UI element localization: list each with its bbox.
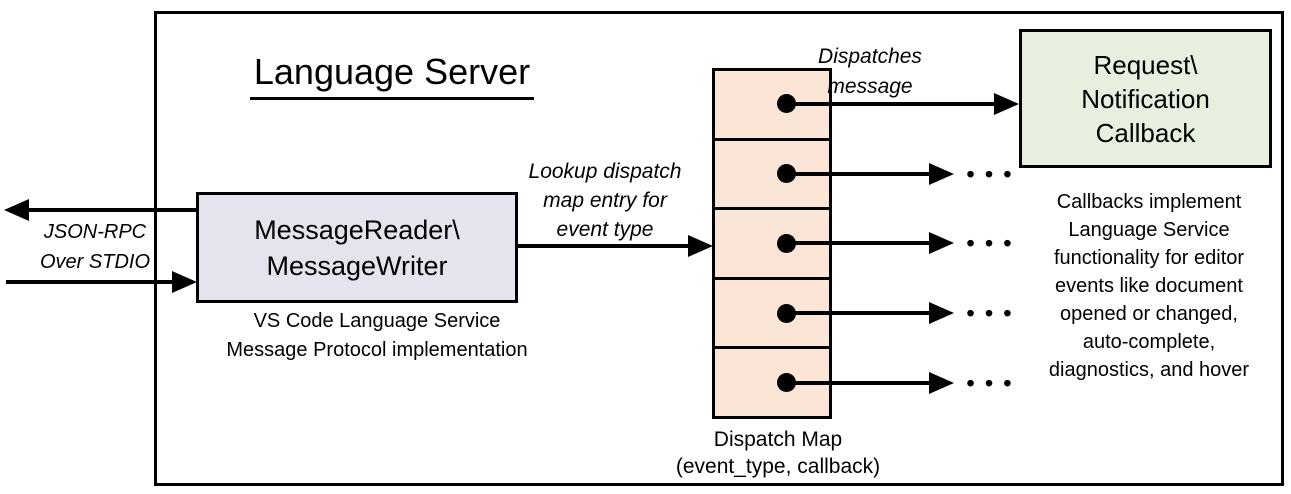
dispatch-dot bbox=[777, 164, 796, 183]
callback-box-line1: Request\ bbox=[1093, 49, 1198, 80]
callback-box-line2: Notification bbox=[1081, 83, 1210, 114]
ellipsis-icon: • • • bbox=[966, 230, 1014, 256]
callback-note-line: functionality for editor bbox=[1053, 247, 1245, 269]
dispatch-map-caption-line2: (event_type, callback) bbox=[675, 455, 881, 478]
callback-note-line: auto-complete, bbox=[1082, 331, 1216, 353]
callback-note-line: opened or changed, bbox=[1060, 303, 1238, 325]
lookup-arrow-line bbox=[517, 244, 690, 248]
message-reader-writer-box: MessageReader\ MessageWriter bbox=[196, 192, 518, 303]
dispatch-cell bbox=[715, 207, 829, 277]
arrowhead-right-icon bbox=[929, 302, 954, 324]
io-arrow-in-line bbox=[6, 280, 174, 284]
page-title: Language Server bbox=[157, 50, 627, 100]
dispatch-arrow-line bbox=[787, 241, 930, 245]
message-box-line2: MessageWriter bbox=[266, 250, 448, 281]
dispatch-map-caption-line1: Dispatch Map bbox=[713, 428, 843, 451]
page-title-text: Language Server bbox=[249, 50, 535, 100]
lookup-label-line2: map entry for bbox=[543, 189, 667, 212]
dispatch-dot bbox=[777, 373, 796, 392]
dispatch-dot bbox=[777, 234, 796, 253]
dispatch-arrow-line bbox=[787, 172, 930, 176]
lookup-label-line1: Lookup dispatch bbox=[528, 160, 682, 183]
callback-note: Callbacks implement Language Service fun… bbox=[1010, 188, 1288, 384]
callback-note-line: Language Service bbox=[1068, 219, 1230, 241]
dispatches-message-line2: message bbox=[827, 75, 913, 98]
lookup-label: Lookup dispatch map entry for event type bbox=[500, 157, 710, 244]
dispatches-message-line1: Dispatches bbox=[818, 45, 922, 68]
dispatch-dot bbox=[777, 304, 796, 323]
arrowhead-right-icon bbox=[994, 93, 1019, 115]
dispatch-arrow-line bbox=[787, 381, 930, 385]
dispatch-map-caption: Dispatch Map (event_type, callback) bbox=[672, 426, 884, 480]
dispatch-arrow-line bbox=[787, 311, 930, 315]
callback-note-line: Callbacks implement bbox=[1056, 191, 1242, 213]
dispatches-message-label: Dispatches message bbox=[790, 42, 950, 102]
callback-note-line: diagnostics, and hover bbox=[1048, 359, 1250, 381]
arrowhead-right-icon bbox=[688, 235, 713, 257]
json-rpc-label: JSON-RPC Over STDIO bbox=[22, 217, 168, 277]
arrowhead-right-icon bbox=[172, 271, 197, 293]
arrowhead-right-icon bbox=[929, 372, 954, 394]
arrowhead-right-icon bbox=[929, 232, 954, 254]
message-box-caption-line1: VS Code Language Service bbox=[253, 310, 501, 332]
message-box-caption: VS Code Language Service Message Protoco… bbox=[177, 307, 577, 365]
ellipsis-icon: • • • bbox=[966, 161, 1014, 187]
callback-box: Request\ Notification Callback bbox=[1019, 29, 1272, 168]
dispatch-cell bbox=[715, 346, 829, 416]
callback-note-line: events like document bbox=[1055, 275, 1243, 297]
ellipsis-icon: • • • bbox=[966, 370, 1014, 396]
dispatch-dot bbox=[777, 94, 796, 113]
lookup-label-line3: event type bbox=[556, 218, 654, 241]
dispatch-arrow-line bbox=[787, 102, 997, 106]
message-box-caption-line2: Message Protocol implementation bbox=[226, 339, 528, 361]
io-arrow-out-line bbox=[20, 208, 197, 212]
arrowhead-left-icon bbox=[4, 199, 29, 221]
arrowhead-right-icon bbox=[929, 163, 954, 185]
json-rpc-label-line2: Over STDIO bbox=[39, 251, 150, 273]
ellipsis-icon: • • • bbox=[966, 300, 1014, 326]
dispatch-cell bbox=[715, 276, 829, 347]
language-server-outer-box bbox=[154, 11, 1284, 486]
dispatch-cell bbox=[715, 137, 829, 208]
message-box-line1: MessageReader\ bbox=[254, 214, 460, 245]
callback-box-line3: Callback bbox=[1095, 117, 1196, 148]
json-rpc-label-line1: JSON-RPC bbox=[43, 221, 147, 243]
